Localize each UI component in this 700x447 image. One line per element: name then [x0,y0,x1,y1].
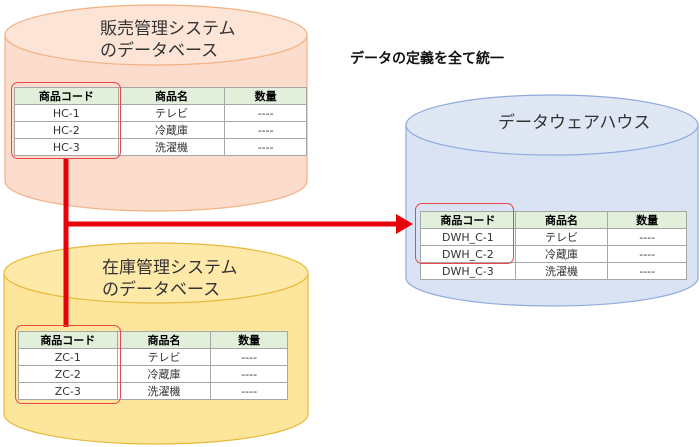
column-header-code: 商品コード [14,87,119,105]
cell-name: テレビ [514,228,609,246]
sales-code-highlight [11,82,121,159]
cell-qty: ---- [607,228,687,246]
cell-code: ZC-3 [18,382,118,400]
cell-qty: ---- [607,245,687,263]
cell-name: 冷蔵庫 [116,365,212,383]
unify-definitions-heading: データの定義を全て統一 [350,51,504,67]
cell-code: ZC-2 [18,365,118,383]
dwh-title: データウェアハウス [498,113,651,133]
cell-name: 冷蔵庫 [117,121,226,139]
table-header-row: 商品コード 商品名 数量 [420,211,687,229]
column-header-name: 商品名 [514,211,609,229]
table-header-row: 商品コード 商品名 数量 [14,87,307,105]
sales-db-title-line1: 販売管理システム [100,19,236,39]
cell-qty: ---- [210,348,288,366]
cell-name: 洗濯機 [117,138,226,156]
cell-code: DWH_C-3 [420,262,516,280]
table-header-row: 商品コード 商品名 数量 [18,331,288,349]
cell-qty: ---- [607,262,687,280]
sales-db-table: 商品コード 商品名 数量 HC-1 テレビ ---- HC-2 冷蔵庫 ----… [14,87,307,156]
inventory-db-title: 在庫管理システム のデータベース [102,257,238,301]
cell-name: 冷蔵庫 [514,245,609,263]
cell-name: テレビ [117,104,226,122]
table-row: ZC-2 冷蔵庫 ---- [18,365,288,383]
sales-db-title: 販売管理システム のデータベース [100,18,236,62]
cell-name: 洗濯機 [514,262,609,280]
sales-db-title-line2: のデータベース [100,41,219,61]
column-header-code: 商品コード [18,331,118,349]
dwh-code-highlight [415,203,514,264]
cell-qty: ---- [224,104,307,122]
column-header-qty: 数量 [607,211,687,229]
column-header-name: 商品名 [117,87,226,105]
column-header-qty: 数量 [224,87,307,105]
table-row: HC-1 テレビ ---- [14,104,307,122]
inventory-db-title-line2: のデータベース [102,280,221,300]
cell-code: HC-3 [14,138,119,156]
table-row: HC-2 冷蔵庫 ---- [14,121,307,139]
cell-name: 洗濯機 [116,382,212,400]
column-header-code: 商品コード [420,211,516,229]
table-row: DWH_C-3 洗濯機 ---- [420,262,687,280]
cell-qty: ---- [224,138,307,156]
inventory-db-title-line1: 在庫管理システム [102,258,238,278]
cell-qty: ---- [210,365,288,383]
inventory-db-table: 商品コード 商品名 数量 ZC-1 テレビ ---- ZC-2 冷蔵庫 ----… [18,331,288,400]
table-row: ZC-1 テレビ ---- [18,348,288,366]
column-header-qty: 数量 [210,331,288,349]
inventory-code-highlight [15,325,121,404]
dwh-table: 商品コード 商品名 数量 DWH_C-1 テレビ ---- DWH_C-2 冷蔵… [420,211,687,280]
cell-qty: ---- [224,121,307,139]
cell-code: HC-2 [14,121,119,139]
cell-qty: ---- [210,382,288,400]
table-row: HC-3 洗濯機 ---- [14,138,307,156]
table-row: ZC-3 洗濯機 ---- [18,382,288,400]
cell-code: DWH_C-2 [420,245,516,263]
column-header-name: 商品名 [116,331,212,349]
arrow-head-icon [396,214,413,234]
cell-name: テレビ [116,348,212,366]
table-row: DWH_C-2 冷蔵庫 ---- [420,245,687,263]
